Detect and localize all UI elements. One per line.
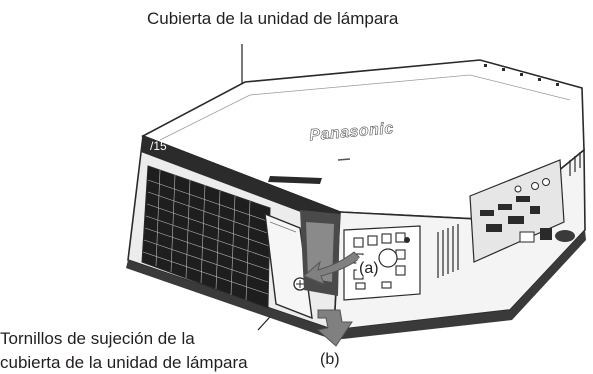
lamp-unit-cover bbox=[264, 212, 313, 320]
control-panel bbox=[343, 225, 421, 301]
lamp-cover-label: Cubierta de la unidad de lámpara bbox=[147, 9, 399, 28]
arrow-b bbox=[316, 309, 353, 347]
screws-label-line1: Tornillos de sujeción de la bbox=[0, 329, 195, 348]
front-grille bbox=[141, 165, 271, 309]
terminal-panel bbox=[469, 159, 565, 263]
step-b-label: (b) bbox=[320, 351, 340, 368]
screws-label-line2: cubierta de la unidad de lámpara bbox=[0, 353, 248, 372]
side-vents bbox=[437, 224, 459, 278]
device-marking: /15 bbox=[150, 139, 167, 153]
arrow-a bbox=[303, 251, 361, 285]
step-a-label: (a) bbox=[359, 260, 379, 277]
